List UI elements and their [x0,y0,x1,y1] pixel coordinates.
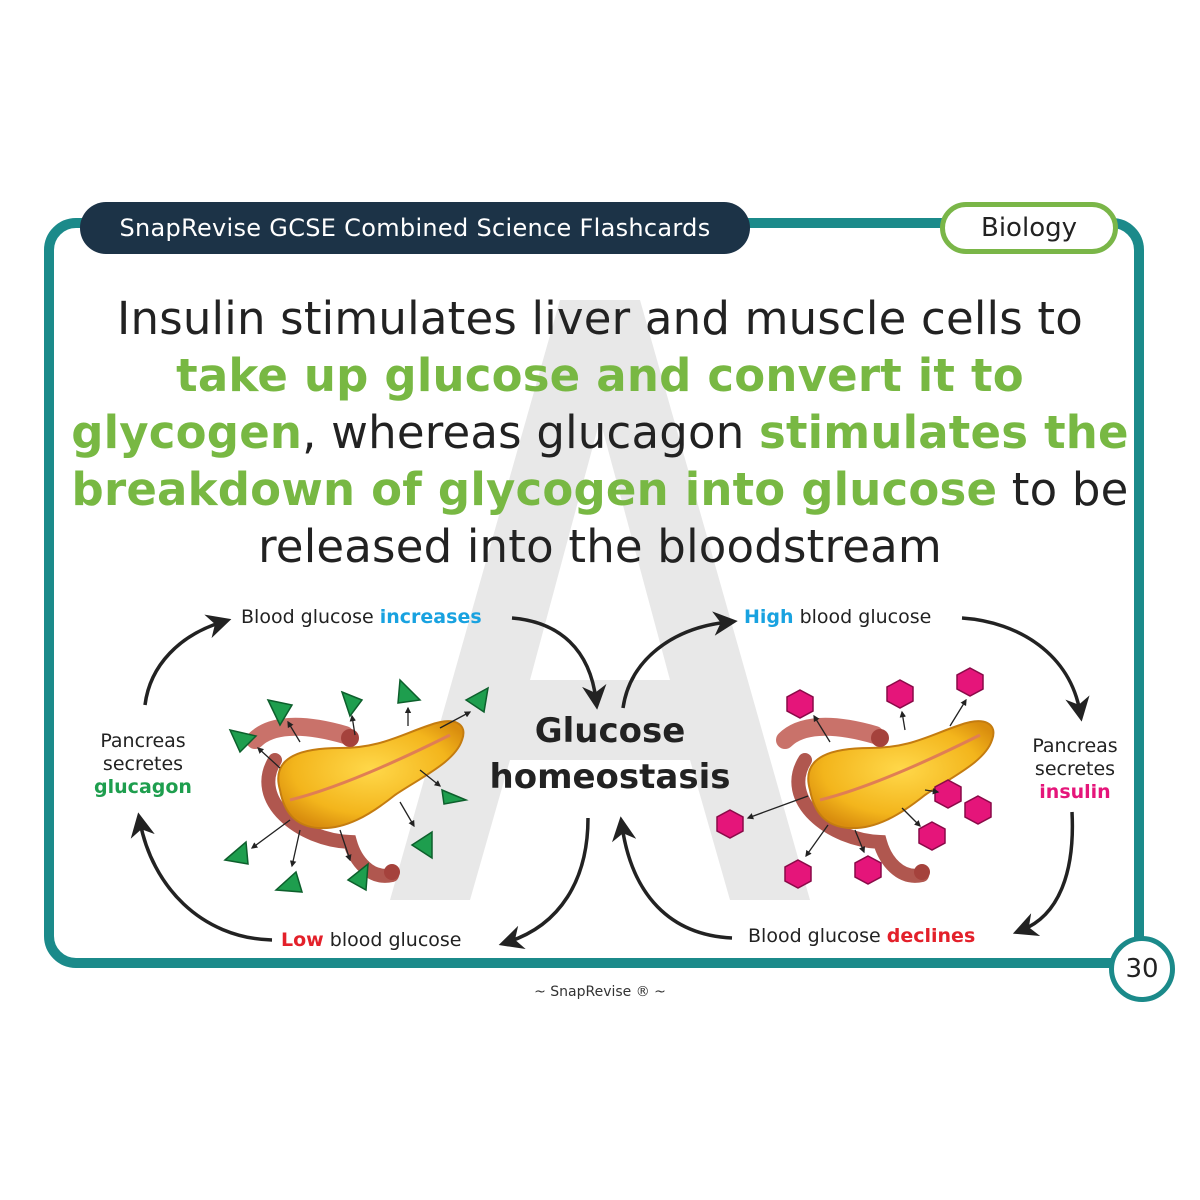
green-triangle-icon [410,830,433,860]
green-triangle-icon [274,870,304,893]
label-low-blood-glucose: Low blood glucose [281,929,462,951]
label-blood-glucose-declines: Blood glucose declines [748,925,976,947]
pink-hexagon-icon [964,795,992,825]
footer-brand: ~ SnapRevise ® ~ [534,984,666,1000]
arrow-high-to-pancreas-icon [961,616,1090,722]
pink-hexagon-icon [786,689,814,719]
pink-hexagon-icon [934,779,962,809]
glucagon-triangles [223,678,489,893]
green-triangle-icon [397,678,422,704]
pink-hexagon-icon [918,821,946,851]
statement-part-3: to be released into the bloodstream [258,463,1129,573]
label-pancreas-secretes-insulin: Pancreas secretes insulin [1032,735,1118,803]
label-high-blood-glucose: High blood glucose [744,606,932,628]
flashcard-statement: Insulin stimulates liver and muscle cell… [60,290,1140,575]
arrow-declines-to-center-icon [611,816,733,940]
pink-hexagon-icon [716,809,744,839]
page-number: 30 [1109,936,1175,1002]
green-triangle-icon [266,698,294,727]
green-triangle-icon [346,862,369,892]
pancreas-icon [776,717,995,883]
pink-hexagon-icon [854,855,882,885]
subject-badge: Biology [940,202,1118,254]
statement-part-1: Insulin stimulates liver and muscle cell… [117,292,1083,345]
pink-hexagon-icon [956,667,984,697]
pink-hexagon-icon [784,859,812,889]
green-triangle-icon [464,686,489,714]
label-blood-glucose-increases: Blood glucose increases [241,606,482,628]
statement-highlight-2: stimulates the breakdown of glycogen int… [71,406,1129,516]
statement-highlight-1: take up glucose and convert it to glycog… [71,349,1024,459]
label-pancreas-secretes-glucagon: Pancreas secretes glucagon [94,730,192,798]
green-triangle-icon [441,788,469,805]
arrow-center-to-high-icon [621,611,738,709]
green-triangle-icon [228,728,258,754]
diagram-center-title: Glucose homeostasis [489,711,731,797]
green-triangle-icon [340,690,364,718]
insulin-hexagons [716,667,992,889]
arrow-center-to-low-icon [498,817,590,950]
arrow-low-to-pancreas-icon [130,812,273,942]
arrow-pancreas-to-declines-icon [1012,811,1075,936]
series-title: SnapRevise GCSE Combined Science Flashca… [80,202,750,254]
arrow-left-up-icon [143,614,232,706]
green-triangle-icon [223,840,249,865]
pink-hexagon-icon [886,679,914,709]
arrow-to-center-icon [511,616,607,710]
statement-part-2: , whereas glucagon [302,406,759,459]
